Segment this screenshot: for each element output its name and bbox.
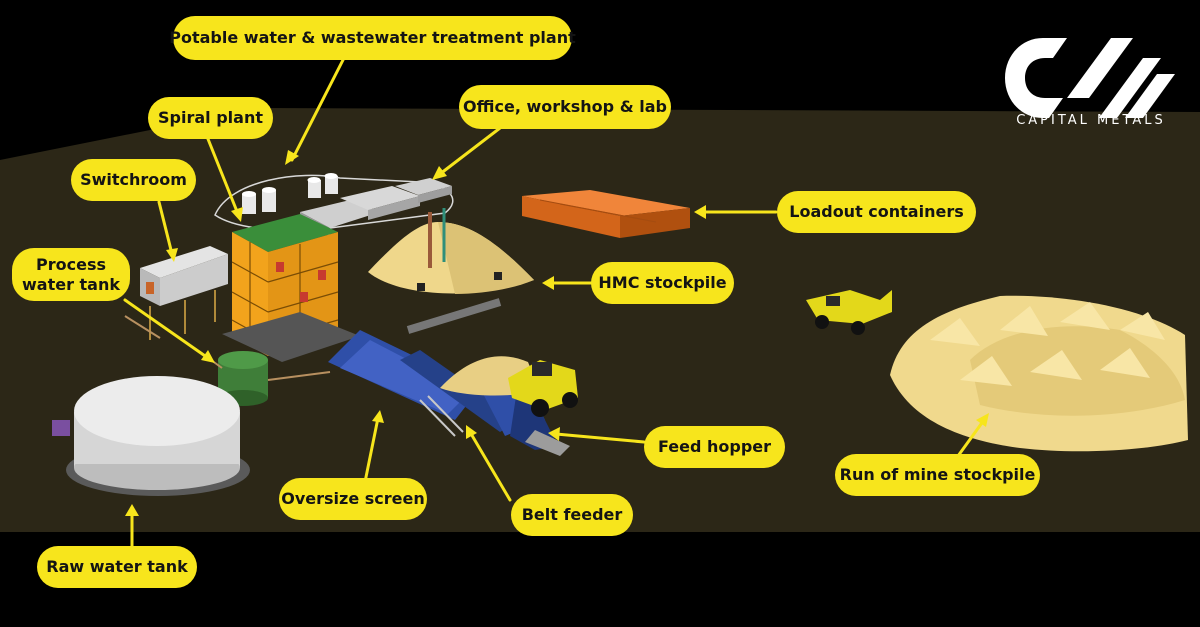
run-of-mine-stockpile (890, 295, 1188, 452)
label-potable-water: Potable water & wastewater treatment pla… (169, 16, 576, 60)
label-process-water-tank: Process water tank (12, 248, 130, 301)
process-water-tank (218, 351, 268, 406)
hmc-stockpile (368, 208, 534, 294)
label-spiral-plant: Spiral plant (148, 97, 273, 139)
brand-name: CAPITAL METALS (1016, 113, 1166, 128)
raw-water-tank (52, 376, 250, 496)
label-oversize-screen: Oversize screen (279, 478, 427, 520)
spiral-plant (222, 214, 360, 362)
label-hmc-stockpile: HMC stockpile (591, 262, 734, 304)
front-loader (508, 360, 578, 417)
label-office: Office, workshop & lab (459, 85, 671, 129)
label-raw-water-tank: Raw water tank (37, 546, 197, 588)
loadout-containers (522, 190, 690, 238)
capital-metals-logo-icon (1005, 38, 1175, 118)
label-run-of-mine: Run of mine stockpile (835, 454, 1040, 496)
label-belt-feeder: Belt feeder (511, 494, 633, 536)
rom-loader (806, 290, 892, 335)
label-loadout-containers: Loadout containers (777, 191, 976, 233)
leader-lines (123, 56, 989, 550)
label-feed-hopper: Feed hopper (644, 426, 785, 468)
label-switchroom: Switchroom (71, 159, 196, 201)
switchroom (140, 246, 228, 340)
